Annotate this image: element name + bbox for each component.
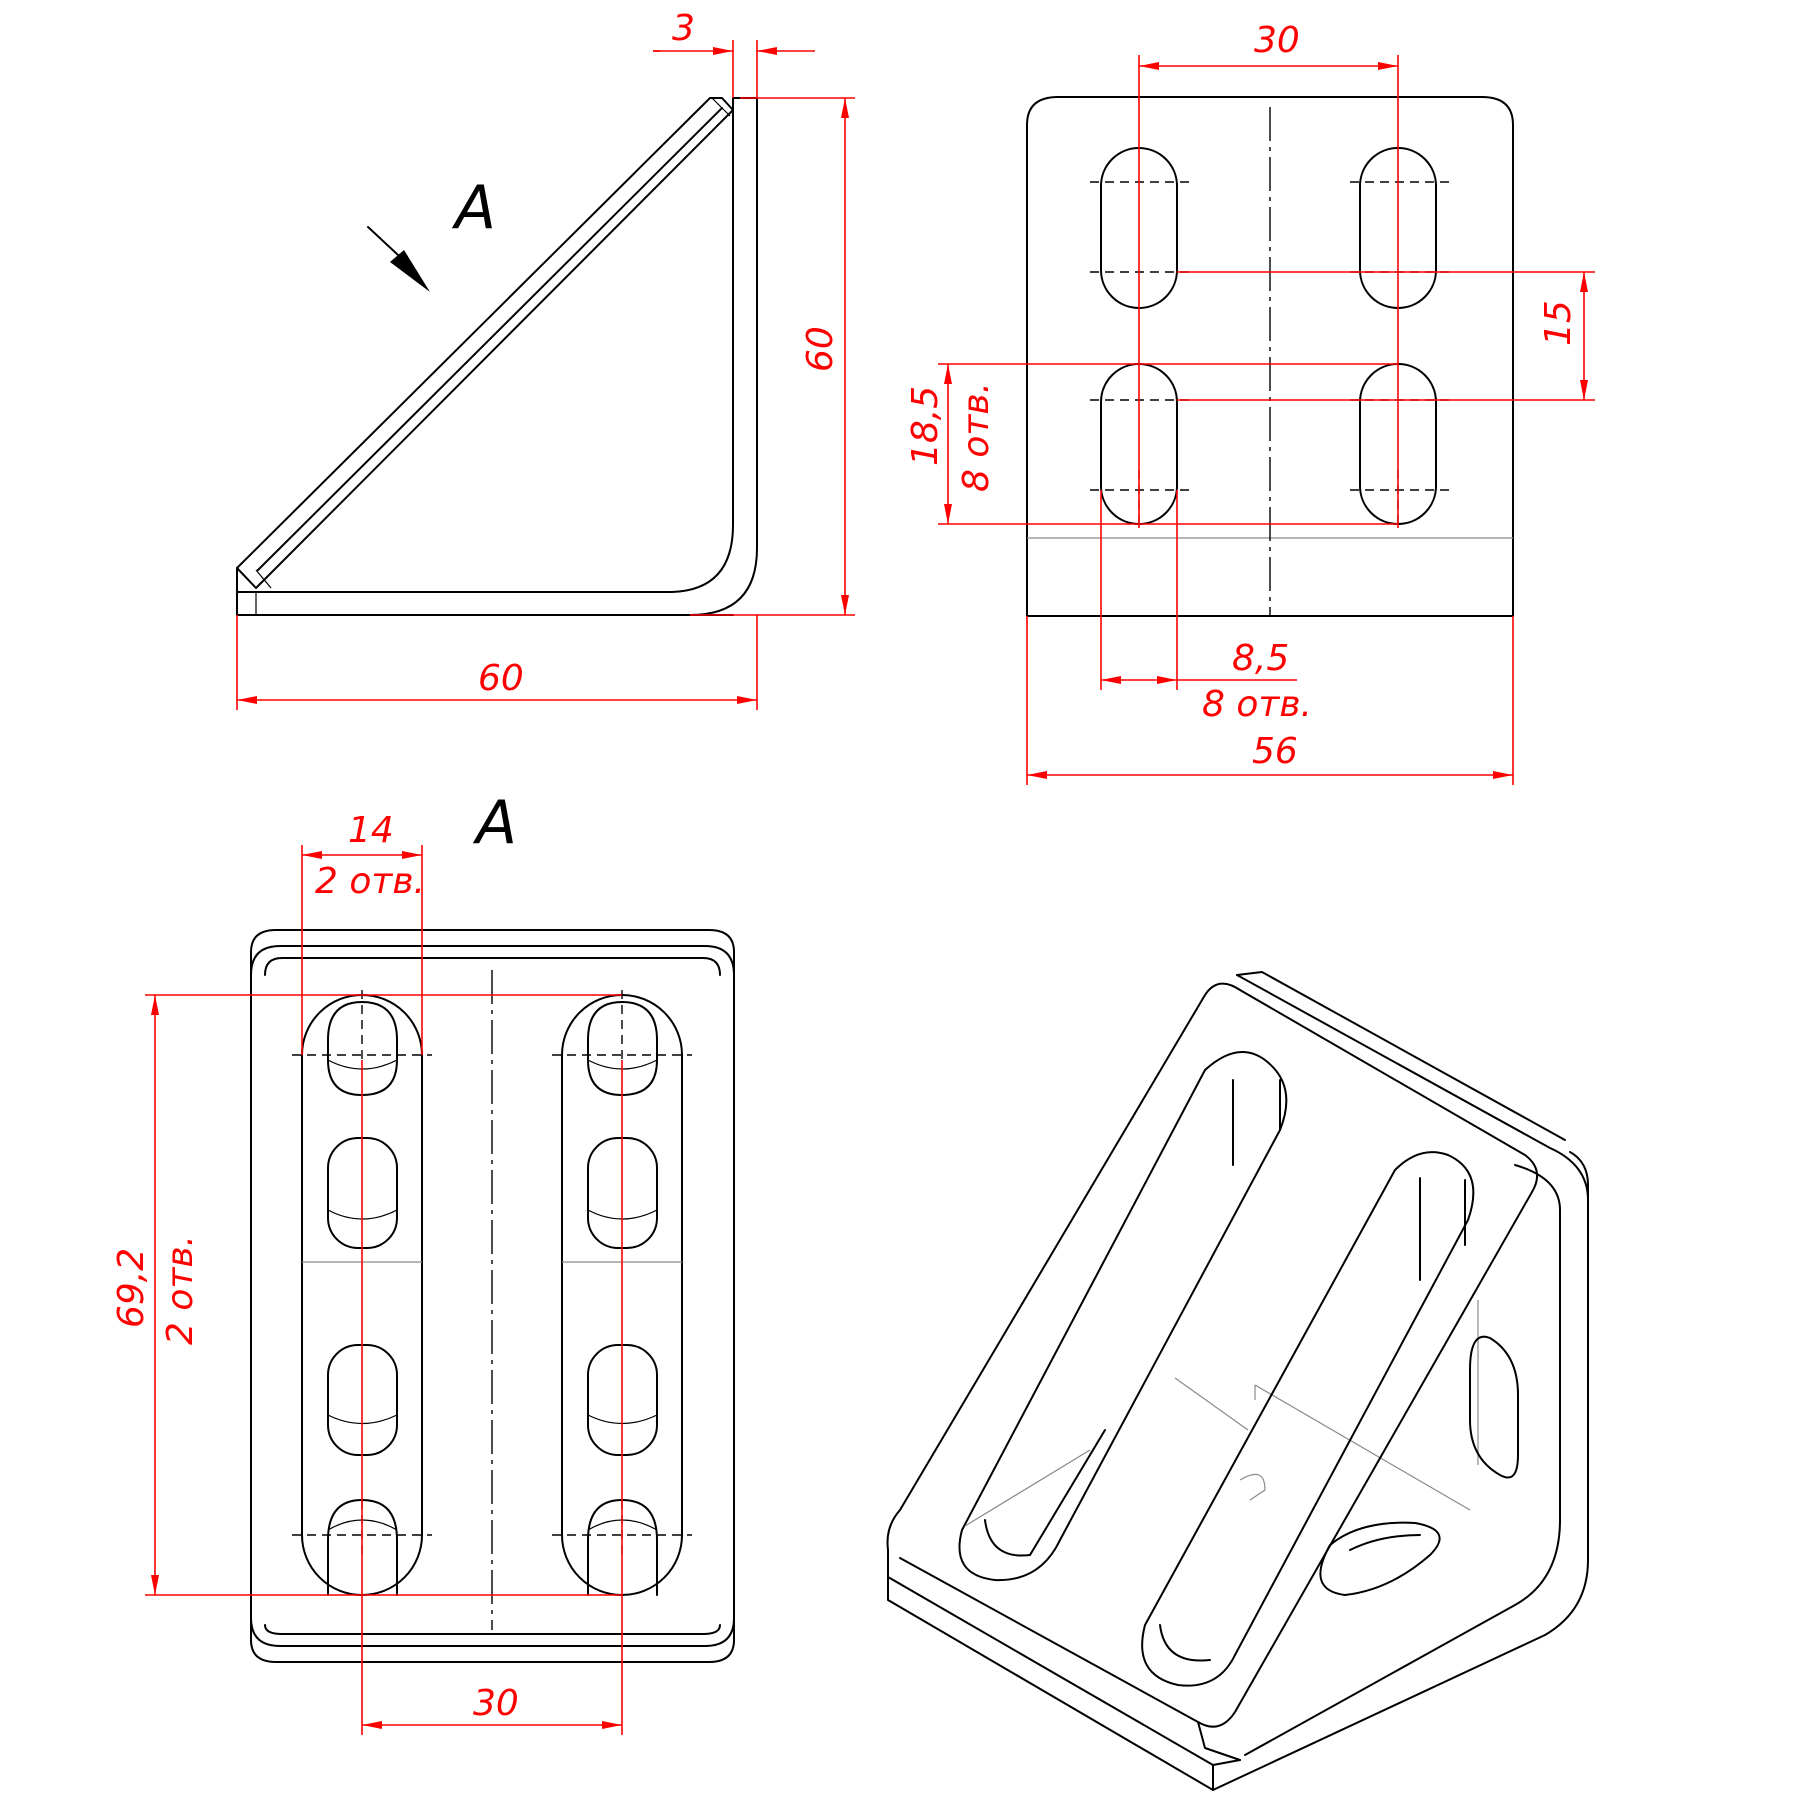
front-view-dimensions — [938, 55, 1595, 785]
dim-bottom-slot-width-count: 2 отв. — [315, 861, 425, 902]
isometric-view — [886, 971, 1589, 1791]
dim-bottom-slot-spacing: 30 — [473, 1683, 519, 1724]
dim-width: 56 — [1252, 731, 1298, 772]
dim-slot-offset: 15 — [1538, 300, 1579, 346]
side-view-dimensions — [236, 40, 855, 710]
bottom-view-dimensions — [145, 845, 623, 1735]
dim-thickness: 3 — [672, 8, 695, 49]
dim-slot-length-count: 8 отв. — [956, 382, 997, 492]
dim-slot-width-count: 8 отв. — [1202, 684, 1312, 725]
dim-length: 60 — [478, 658, 524, 699]
side-view — [236, 97, 758, 616]
front-view — [1026, 96, 1514, 617]
dim-slot-spacing-top: 30 — [1254, 20, 1300, 61]
bottom-view — [250, 929, 735, 1663]
view-label-a-side: A — [451, 173, 496, 243]
dim-bottom-slot-width: 14 — [348, 810, 394, 851]
view-label-a-bottom: A — [472, 788, 517, 858]
dim-slot-length: 18,5 — [905, 386, 946, 466]
view-direction-arrow — [367, 226, 430, 292]
dim-bottom-slot-length: 69,2 — [111, 1248, 152, 1328]
dim-height: 60 — [800, 326, 841, 372]
dim-bottom-slot-length-count: 2 отв. — [160, 1235, 201, 1345]
dim-slot-width: 8,5 — [1232, 638, 1289, 679]
